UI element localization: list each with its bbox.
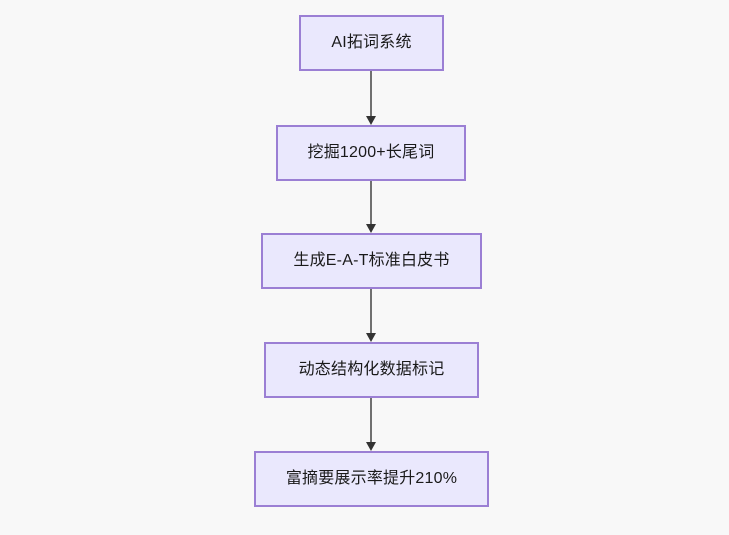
flow-node-ai-keyword-system[interactable]: AI拓词系统	[299, 15, 444, 71]
flow-node-rich-snippet-uplift[interactable]: 富摘要展示率提升210%	[254, 451, 489, 507]
edge-line	[370, 398, 372, 443]
flow-node-mine-longtail-keywords[interactable]: 挖掘1200+长尾词	[276, 125, 466, 181]
edge-line	[370, 181, 372, 225]
arrowhead-icon	[366, 116, 376, 125]
flow-node-generate-eat-whitepaper[interactable]: 生成E-A-T标准白皮书	[261, 233, 482, 289]
arrowhead-icon	[366, 333, 376, 342]
arrowhead-icon	[366, 442, 376, 451]
edge-line	[370, 289, 372, 334]
edge-line	[370, 71, 372, 117]
flow-node-dynamic-structured-data[interactable]: 动态结构化数据标记	[264, 342, 479, 398]
arrowhead-icon	[366, 224, 376, 233]
